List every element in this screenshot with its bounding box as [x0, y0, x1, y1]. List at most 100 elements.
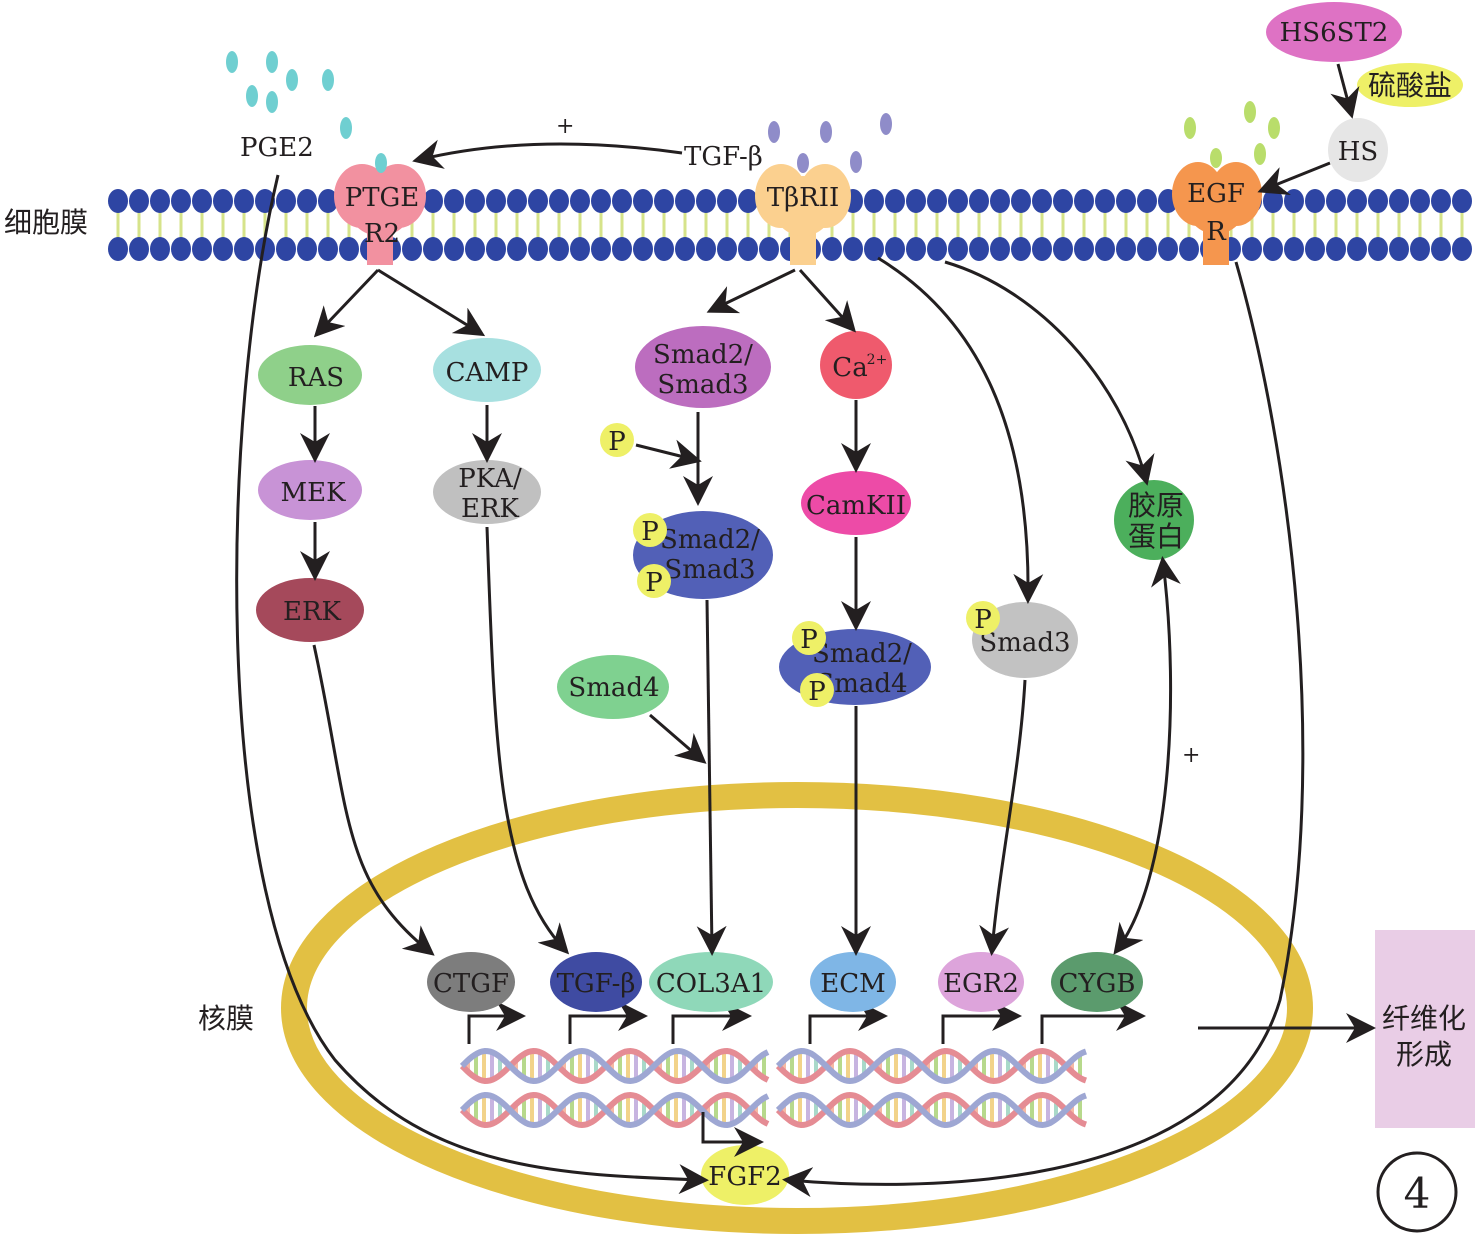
lipid-head — [927, 189, 947, 213]
lipid-head — [696, 189, 716, 213]
lipid-head — [297, 189, 317, 213]
svg-text:P: P — [974, 605, 992, 635]
ligand-drop — [266, 51, 278, 73]
svg-text:P: P — [645, 568, 663, 598]
lipid-head — [1011, 237, 1031, 261]
lipid-head — [339, 237, 359, 261]
phospho-smad3-node: Smad3 — [972, 602, 1078, 678]
ligand-drop — [340, 117, 352, 139]
lipid-head — [1368, 237, 1388, 261]
calcium-node: Ca 2+ — [820, 331, 892, 399]
gene-fgf2: FGF2 — [701, 1145, 789, 1205]
lipid-head — [108, 237, 128, 261]
lipid-head — [1305, 189, 1325, 213]
lipid-head — [150, 237, 170, 261]
egf-bound-drop — [1210, 148, 1222, 168]
lipid-head — [864, 189, 884, 213]
lipid-head — [654, 189, 674, 213]
lipid-head — [1242, 237, 1262, 261]
plus-sign-right: + — [1182, 743, 1200, 768]
lipid-head — [108, 189, 128, 213]
svg-text:TGF-β: TGF-β — [557, 969, 636, 999]
fibrosis-outcome-box: 纤维化 形成 — [1375, 930, 1475, 1128]
lipid-head — [318, 189, 338, 213]
lipid-head — [591, 237, 611, 261]
lipid-head — [948, 189, 968, 213]
lipid-head — [1032, 189, 1052, 213]
lipid-head — [969, 237, 989, 261]
phosphate-badge: P — [966, 601, 1000, 635]
egfr-label-line2: R — [1206, 217, 1227, 247]
lipid-head — [213, 237, 233, 261]
lipid-head — [1326, 237, 1346, 261]
lipid-head — [1053, 237, 1073, 261]
ptger2-receptor: PTGE R2 — [334, 164, 426, 265]
svg-text:HS: HS — [1338, 137, 1379, 167]
lipid-head — [948, 237, 968, 261]
lipid-head — [549, 237, 569, 261]
smad23-node: Smad2/ Smad3 — [635, 326, 771, 408]
lipid-head — [969, 189, 989, 213]
lipid-head — [591, 189, 611, 213]
svg-text:CamKII: CamKII — [806, 491, 906, 521]
lipid-head — [1389, 189, 1409, 213]
svg-text:P: P — [641, 517, 659, 547]
svg-text:P: P — [808, 677, 826, 707]
svg-text:ERK: ERK — [283, 597, 342, 627]
lipid-head — [906, 189, 926, 213]
lipid-head — [255, 237, 275, 261]
gene-cygb: CYGB — [1051, 952, 1143, 1012]
lipid-head — [717, 237, 737, 261]
egfr-receptor: EGF R — [1172, 162, 1262, 265]
lipid-head — [1389, 237, 1409, 261]
lipid-head — [1326, 189, 1346, 213]
lipid-head — [633, 189, 653, 213]
svg-text:FGF2: FGF2 — [708, 1162, 781, 1192]
lipid-head — [654, 237, 674, 261]
lipid-head — [1137, 189, 1157, 213]
gene-egr2: EGR2 — [938, 952, 1024, 1012]
ligand-drop — [246, 85, 258, 107]
svg-text:CAMP: CAMP — [446, 358, 529, 388]
lipid-head — [1074, 237, 1094, 261]
lipid-head — [192, 237, 212, 261]
smad4-node: Smad4 — [557, 655, 669, 719]
lipid-head — [444, 189, 464, 213]
nuclear-membrane-label: 核膜 — [198, 1002, 254, 1035]
svg-text:2+: 2+ — [867, 352, 888, 368]
dna-strand — [775, 1091, 1087, 1129]
ligand-drop — [286, 69, 298, 91]
lipid-head — [234, 237, 254, 261]
svg-text:Smad2/: Smad2/ — [653, 340, 753, 370]
erk-node: ERK — [256, 578, 364, 642]
lipid-head — [507, 237, 527, 261]
lipid-head — [1158, 237, 1178, 261]
svg-text:Smad3: Smad3 — [979, 628, 1070, 658]
lipid-head — [633, 237, 653, 261]
lipid-head — [129, 189, 149, 213]
lipid-head — [171, 189, 191, 213]
svg-text:形成: 形成 — [1396, 1038, 1452, 1071]
lipid-head — [675, 189, 695, 213]
lipid-head — [276, 237, 296, 261]
lipid-head — [612, 237, 632, 261]
lipid-head — [1410, 237, 1430, 261]
lipid-head — [486, 237, 506, 261]
lipid-head — [276, 189, 296, 213]
ligand-drop — [768, 121, 780, 143]
lipid-head — [906, 237, 926, 261]
lipid-head — [1410, 189, 1430, 213]
tbrii-receptor: TβRII — [755, 164, 851, 265]
ras-node: RAS — [258, 345, 362, 405]
lipid-head — [990, 189, 1010, 213]
svg-text:MEK: MEK — [280, 478, 346, 508]
lipid-head — [465, 189, 485, 213]
lipid-head — [129, 237, 149, 261]
tgfb-bound-drop — [797, 153, 809, 173]
lipid-head — [1095, 237, 1115, 261]
hs-node: HS — [1328, 118, 1388, 182]
dna-strand — [459, 1047, 770, 1085]
gene-ctgf: CTGF — [427, 952, 515, 1012]
lipid-head — [234, 189, 254, 213]
